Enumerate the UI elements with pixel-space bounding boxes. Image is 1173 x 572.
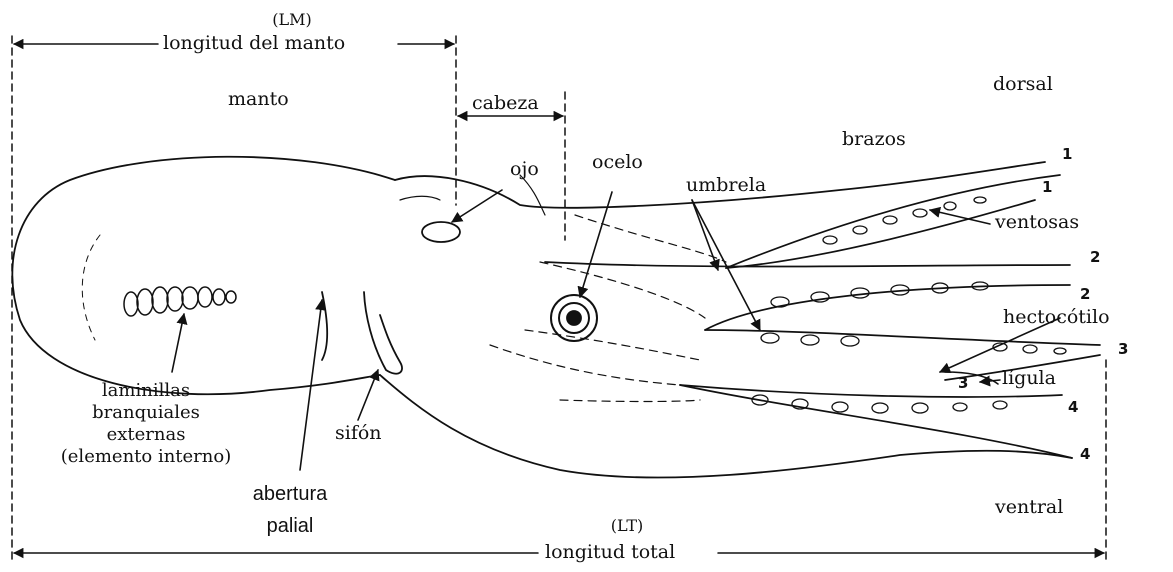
arm-number-3a: 3 [1118,342,1128,357]
umbrela-label: umbrela [686,176,766,195]
manto-label: manto [228,90,289,109]
ocelo-label: ocelo [592,153,643,172]
arm-number-4b: 4 [1080,447,1090,462]
dorsal-label: dorsal [993,75,1053,94]
dimension-lines [12,36,1106,562]
lt-label: longitud total [545,543,675,562]
abertura-palial-label: abertura palial [253,478,328,542]
arm-number-4a: 4 [1068,400,1078,415]
ligula-label: lígula [1002,369,1056,388]
laminillas-label: laminillas branquiales externas (element… [61,380,231,468]
lt-abbreviation: (LT) [611,518,643,534]
lm-label: longitud del manto [163,34,345,53]
sifon-label: sifón [335,424,382,443]
ventosas-label: ventosas [995,213,1079,232]
hectocotilo-label: hectocótilo [1003,308,1110,327]
arm-number-2a: 2 [1090,250,1100,265]
ventral-label: ventral [995,498,1063,517]
arm-number-1a: 1 [1062,147,1072,162]
cabeza-label: cabeza [472,94,539,113]
brazos-label: brazos [842,130,906,149]
ojo-label: ojo [510,160,539,179]
arm-number-2b: 2 [1080,287,1090,302]
lm-abbreviation: (LM) [272,12,312,28]
arm-number-3b: 3 [958,376,968,391]
arm-number-1b: 1 [1042,180,1052,195]
